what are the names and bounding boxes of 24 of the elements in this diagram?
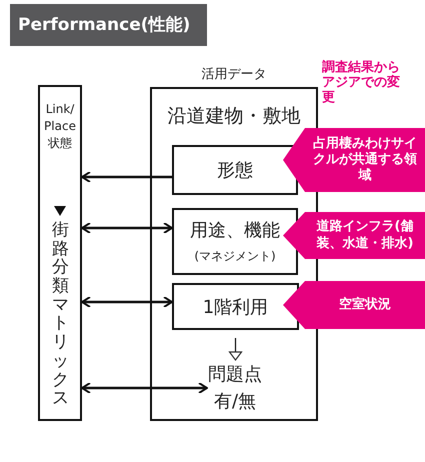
item-label: 1階利用 (202, 296, 270, 318)
callout-text: 道路インフラ(舗装、水道・排水) (316, 219, 414, 252)
title-banner: Performance(性能) (10, 4, 207, 46)
callout-text: 空室状況 (338, 296, 392, 314)
callout-text: 占用棲みわけサイクルが共通する領域 (312, 136, 418, 184)
hollow-arrow (228, 338, 242, 361)
heading-text: 活用データ (200, 66, 268, 83)
note-text: 調査結果からアジアでの変更 (322, 60, 401, 105)
connector-arrow (81, 171, 172, 183)
item-label: 用途、機能 (189, 219, 281, 242)
item-sublabel: (マネジメント) (193, 248, 277, 265)
box-title: 沿道建物・敷地 (166, 104, 302, 129)
item-label: 問題点有/無 (207, 363, 263, 414)
connector-arrow (81, 382, 208, 394)
connector-arrow (81, 296, 173, 308)
callout-banner (283, 128, 425, 192)
vertical-label: 街路分類マトリックス (52, 221, 69, 408)
callout-banner (283, 212, 425, 259)
item-label: 形態 (216, 159, 254, 182)
item-box (172, 208, 298, 275)
connector-arrow (81, 222, 173, 234)
side-box (38, 85, 82, 421)
callout-banner (283, 281, 425, 329)
box-label: Link/ Place 状態 (43, 101, 77, 152)
